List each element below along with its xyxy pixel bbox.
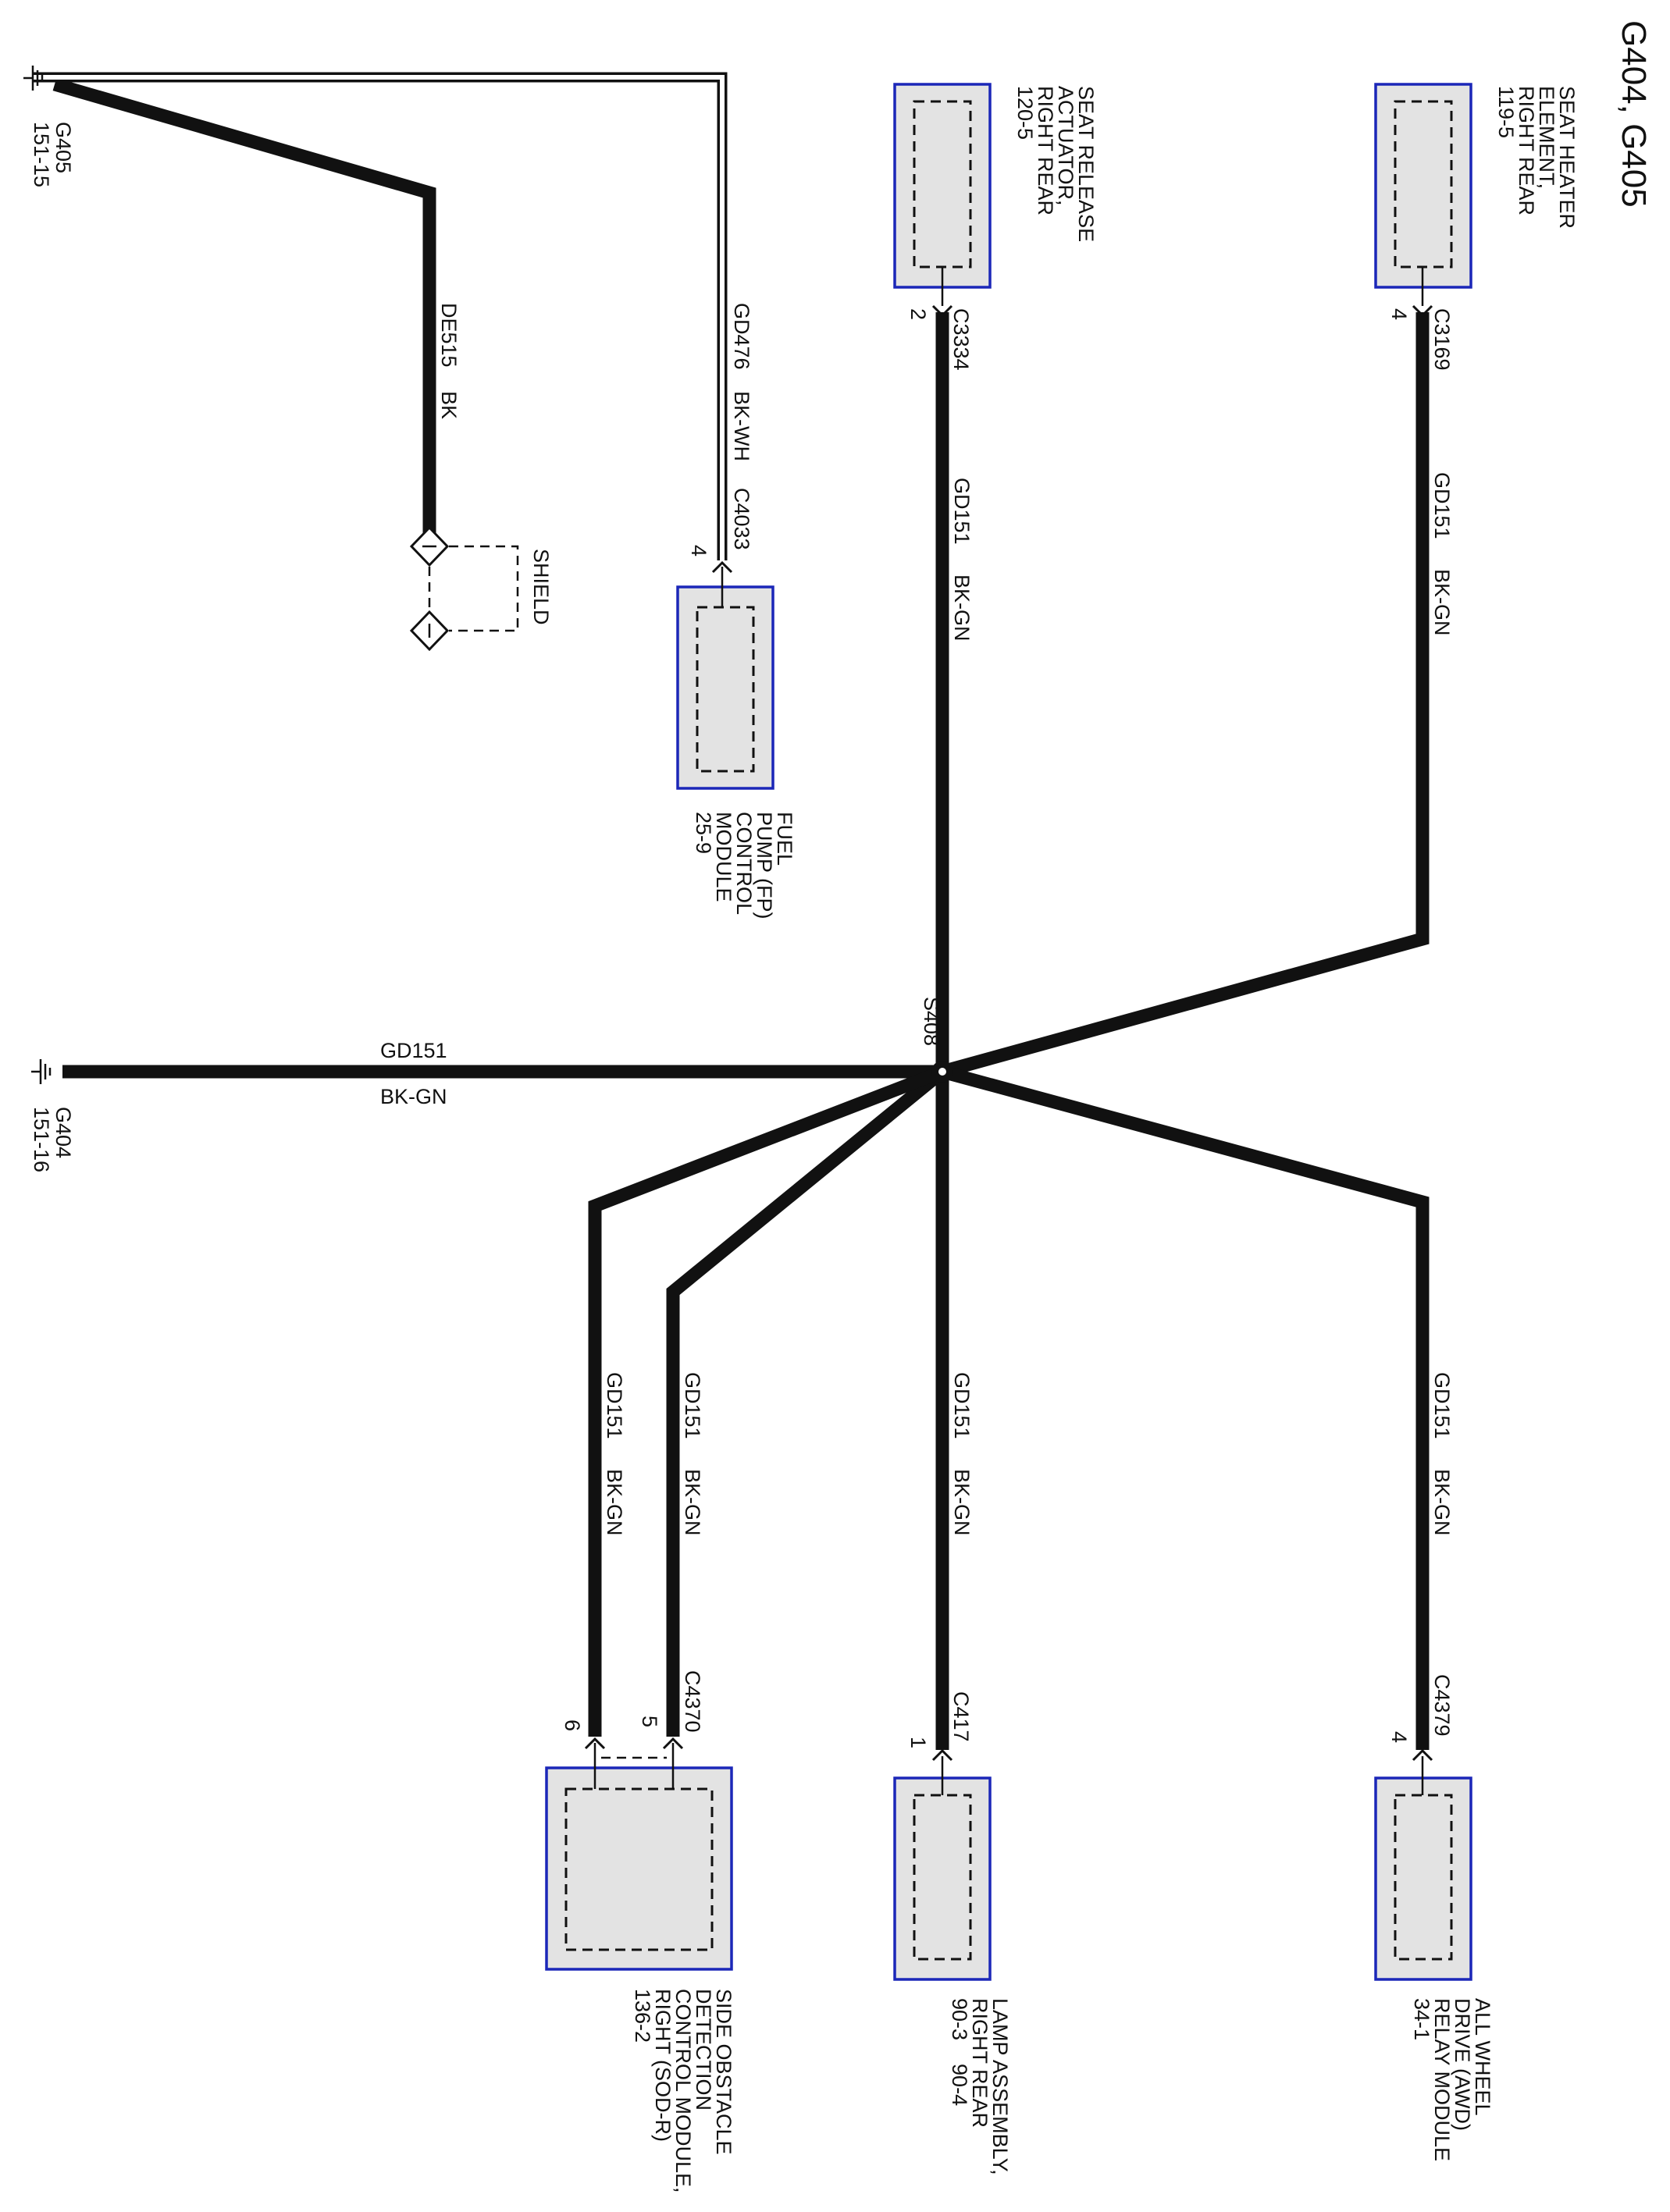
connector-c3334-pin: 2 (906, 308, 930, 320)
wire-gd151-sod-5 (666, 1066, 947, 1737)
connector-c417-name: C417 (949, 1691, 973, 1742)
wire-gd151-sod-5-circuit: GD151 (681, 1372, 704, 1439)
page-title: G404, G405 (1615, 20, 1653, 208)
wire-gd151-sod-6-circuit: GD151 (603, 1372, 626, 1439)
wire-gd151-g404-color: BK-GN (380, 1085, 447, 1108)
wire-gd151-g404-circuit: GD151 (380, 1039, 447, 1062)
component-awd-relay (1374, 1756, 1472, 1981)
connector-c3334-icon (931, 304, 953, 318)
sod-module-line-1: SIDE OBSTACLE (712, 1989, 735, 2155)
connector-c4379-icon (1412, 1748, 1433, 1762)
wire-gd151-sod-6 (588, 1065, 945, 1737)
seat-release-line-1: SEAT RELEASE (1074, 86, 1098, 242)
wires-layer (33, 72, 1430, 1750)
fuel-pump-line-3: CONTROL (732, 812, 756, 915)
connector-c4370-pin-5: 5 (638, 1716, 661, 1727)
seat-heater-line-4: 119-5 (1494, 86, 1518, 138)
wire-gd151-seat-release-color: BK-GN (950, 574, 974, 642)
wire-de515-color: BK (437, 391, 461, 419)
ground-g405-icon (23, 66, 44, 91)
connector-c4033-icon (711, 560, 733, 574)
seat-heater-line-3: RIGHT REAR (1515, 86, 1538, 215)
connector-c417-pin: 1 (906, 1737, 930, 1748)
connector-c3169-pin: 4 (1387, 308, 1411, 320)
wire-gd151-awd-color: BK-GN (1430, 1469, 1454, 1536)
component-seat-heater (1374, 83, 1472, 306)
lamp-assembly-line-1: LAMP ASSEMBLY, (988, 1998, 1012, 2175)
wire-de515 (52, 77, 436, 546)
awd-relay-line-2: DRIVE (AWD) (1451, 1998, 1474, 2131)
label-lamp-assembly: LAMP ASSEMBLY, RIGHT REAR 90-3 90-4 (948, 1998, 1012, 2175)
wire-gd151-lamp-circuit: GD151 (950, 1372, 974, 1439)
ground-g405-id: G405 (52, 122, 75, 173)
ground-g404-id: G404 (52, 1107, 75, 1158)
seat-release-line-4: 120-5 (1013, 86, 1037, 140)
connector-c4033-name: C4033 (730, 488, 753, 550)
wire-gd151-seat-release-circuit: GD151 (950, 478, 974, 545)
connector-c4370-name: C4370 (681, 1670, 704, 1733)
shield-label: SHIELD (529, 549, 553, 625)
wire-gd151-awd-circuit: GD151 (1430, 1372, 1454, 1439)
wire-de515-circuit: DE515 (437, 303, 461, 368)
wire-gd151-sod-6-color: BK-GN (603, 1469, 626, 1536)
ground-g404-ref: 151-16 (30, 1107, 53, 1172)
label-awd-relay: ALL WHEEL DRIVE (AWD) RELAY MODULE 34-1 (1410, 1998, 1494, 2161)
connector-c3169-icon (1412, 304, 1433, 318)
connector-c417-icon (931, 1748, 953, 1762)
connector-c4370-pin5-icon (662, 1737, 684, 1750)
wire-gd151-sod-5-color: BK-GN (681, 1469, 704, 1536)
seat-heater-line-2: ELEMENT, (1535, 86, 1558, 189)
awd-relay-line-1: ALL WHEEL (1471, 1998, 1494, 2116)
seat-release-line-2: ACTUATOR, (1054, 86, 1077, 206)
sod-module-line-3: CONTROL MODULE, (671, 1989, 695, 2193)
wire-gd151-seat-heater (940, 312, 1430, 1079)
shield-icon (409, 525, 519, 652)
fuel-pump-line-1: FUEL (773, 812, 796, 866)
component-seat-release (893, 83, 992, 306)
wire-gd151-lamp-color: BK-GN (950, 1469, 974, 1536)
wire-gd151-awd (940, 1065, 1430, 1750)
label-sod-module: SIDE OBSTACLE DETECTION CONTROL MODULE, … (631, 1989, 735, 2193)
label-seat-heater: SEAT HEATER ELEMENT, RIGHT REAR 119-5 (1494, 86, 1579, 229)
sod-module-line-5: 136-2 (631, 1989, 654, 2043)
connector-c4370-pin6-icon (584, 1737, 606, 1750)
splice-label: S408 (920, 997, 943, 1046)
fuel-pump-line-2: PUMP (FP) (753, 812, 776, 919)
seat-heater-line-1: SEAT HEATER (1555, 86, 1579, 229)
wire-gd476-color: BK-WH (730, 391, 753, 461)
label-fuel-pump: FUEL PUMP (FP) CONTROL MODULE 25-9 (692, 812, 796, 919)
component-fuel-pump (676, 567, 774, 790)
awd-relay-line-3: RELAY MODULE (1430, 1998, 1454, 2161)
ground-g404-icon (31, 1059, 52, 1084)
sod-module-line-2: DETECTION (692, 1989, 715, 2111)
wire-gd476 (33, 72, 728, 560)
lamp-assembly-line-2: RIGHT REAR (968, 1998, 992, 2128)
connector-c4370-pin-6: 6 (561, 1719, 584, 1731)
fuel-pump-line-5: 25-9 (692, 812, 715, 854)
sod-module-line-4: RIGHT (SOD-R) (651, 1989, 675, 2142)
label-seat-release: SEAT RELEASE ACTUATOR, RIGHT REAR 120-5 (1013, 86, 1098, 242)
connector-c3169-name: C3169 (1430, 308, 1454, 371)
ground-g405-ref: 151-15 (30, 122, 53, 187)
wire-gd151-seat-heater-circuit: GD151 (1430, 472, 1454, 539)
component-lamp-assembly (893, 1756, 992, 1981)
seat-release-line-3: RIGHT REAR (1034, 86, 1057, 215)
connector-c3334-name: C3334 (949, 308, 973, 371)
connector-c4033-pin: 4 (687, 545, 710, 557)
lamp-assembly-line-3: 90-3 90-4 (948, 1998, 971, 2106)
component-sod-module (545, 1743, 733, 1971)
awd-relay-line-4: 34-1 (1410, 1998, 1433, 2040)
wire-gd151-seat-heater-color: BK-GN (1430, 569, 1454, 636)
connector-c4379-pin: 4 (1387, 1731, 1411, 1743)
wire-gd476-circuit: GD476 (730, 303, 753, 370)
connector-c4379-name: C4379 (1430, 1674, 1454, 1737)
fuel-pump-line-4: MODULE (712, 812, 735, 902)
